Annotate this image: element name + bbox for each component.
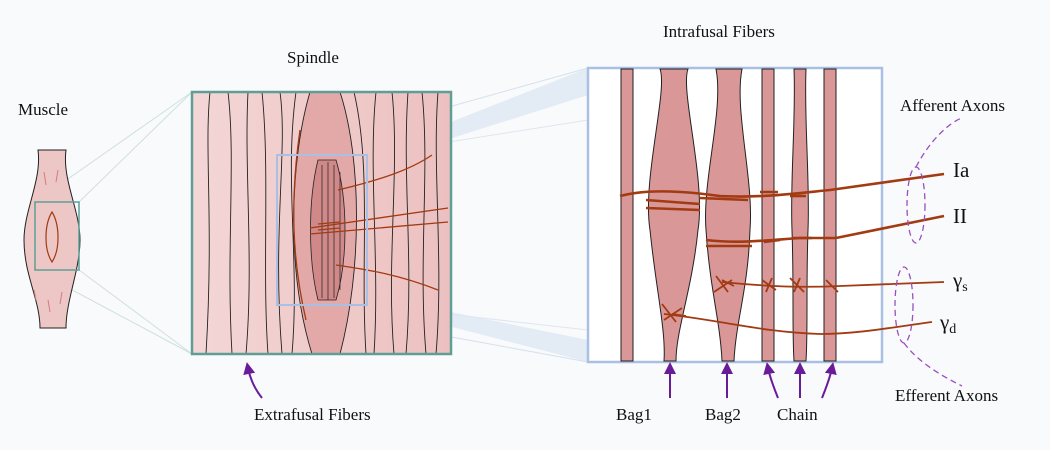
spindle-zoom-box	[276, 154, 368, 306]
muscle-illustration	[23, 149, 81, 329]
axon-braces	[894, 117, 963, 387]
label-efferent-axons: Efferent Axons	[895, 386, 999, 405]
fiber-bag1	[647, 68, 701, 362]
label-intrafusal-fibers: Intrafusal Fibers	[663, 22, 775, 41]
afferent-nerves	[619, 172, 945, 248]
label-axon-ia: Ia	[953, 158, 970, 182]
fiber-chain-3	[823, 68, 837, 362]
label-muscle: Muscle	[18, 100, 69, 119]
spindle-frame	[190, 90, 453, 356]
gamma-s-symbol: γ	[953, 268, 963, 292]
label-extrafusal-fibers: Extrafusal Fibers	[254, 405, 371, 424]
intrafusal-fibers	[620, 68, 837, 362]
fiber-bag2	[705, 68, 752, 362]
label-spindle: Spindle	[287, 48, 339, 67]
label-chain: Chain	[777, 405, 818, 424]
label-gamma-d: γd	[940, 310, 956, 338]
intrafusal-panel	[586, 66, 963, 387]
fiber-chain-left	[620, 68, 634, 362]
muscle-zoom-box	[34, 201, 80, 271]
spindle-panel	[190, 90, 453, 356]
label-afferent-axons: Afferent Axons	[900, 96, 1005, 115]
gamma-d-subscript: d	[949, 322, 957, 337]
label-gamma-s: γs	[953, 268, 968, 296]
label-bag1: Bag1	[616, 405, 652, 424]
gamma-d-symbol: γ	[940, 310, 950, 334]
efferent-nerves	[661, 275, 945, 335]
fiber-chain-2	[791, 68, 809, 362]
label-arrows	[243, 362, 837, 399]
gamma-s-subscript: s	[962, 280, 968, 295]
label-axon-ii: II	[953, 204, 967, 228]
fiber-chain-1	[761, 68, 775, 362]
label-bag2: Bag2	[705, 405, 741, 424]
